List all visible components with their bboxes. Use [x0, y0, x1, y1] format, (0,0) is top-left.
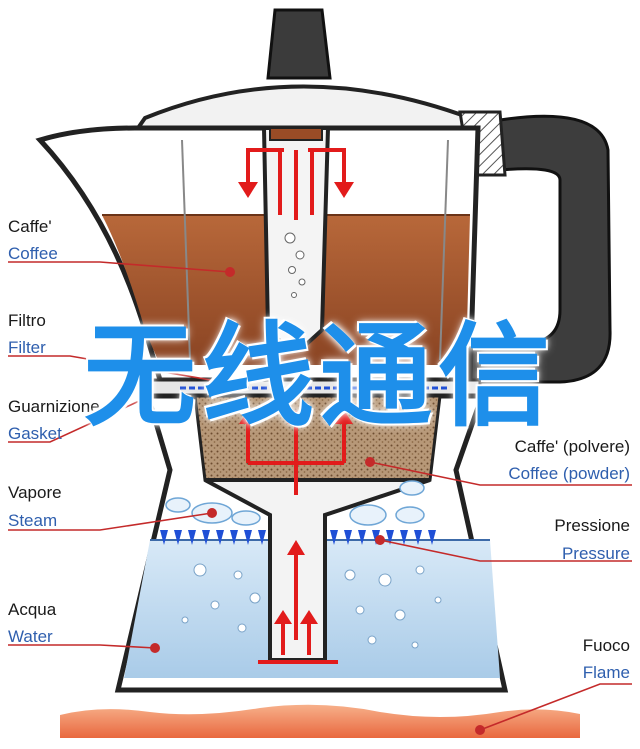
coffee-flow-arrows — [246, 148, 346, 220]
label-caffe-en: Coffee — [8, 244, 58, 263]
column-top — [269, 127, 323, 141]
column-bubbles — [284, 232, 306, 298]
water-bubbles — [181, 563, 442, 649]
label-acqua-it: Acqua — [8, 600, 57, 619]
label-guarnizione-it: Guarnizione — [8, 397, 100, 416]
label-vapore-it: Vapore — [8, 483, 62, 502]
label-guarnizione-en: Gasket — [8, 424, 62, 443]
lid-knob — [266, 8, 332, 80]
lid — [134, 84, 483, 130]
water-flow-arrows — [246, 420, 346, 664]
label-pressione-en: Pressure — [561, 544, 630, 563]
overlay-title: 无线通信 — [84, 312, 556, 442]
leader-lines — [8, 261, 632, 731]
label-caffe-polvere-en: Coffee (powder) — [508, 464, 630, 483]
label-pressione-it: Pressione — [554, 516, 630, 535]
label-vapore-en: Steam — [8, 511, 58, 530]
label-caffe-it: Caffe' — [8, 217, 52, 236]
label-filtro-it: Filtro — [8, 311, 46, 330]
handle — [468, 114, 612, 384]
label-filtro-en: Filter — [8, 338, 46, 357]
label-caffe-polvere-it: Caffe' (polvere) — [514, 437, 630, 456]
label-acqua-en: Water — [8, 627, 53, 646]
label-fuoco-en: Flame — [582, 663, 630, 682]
label-fuoco-it: Fuoco — [582, 636, 630, 655]
flame — [60, 704, 580, 738]
